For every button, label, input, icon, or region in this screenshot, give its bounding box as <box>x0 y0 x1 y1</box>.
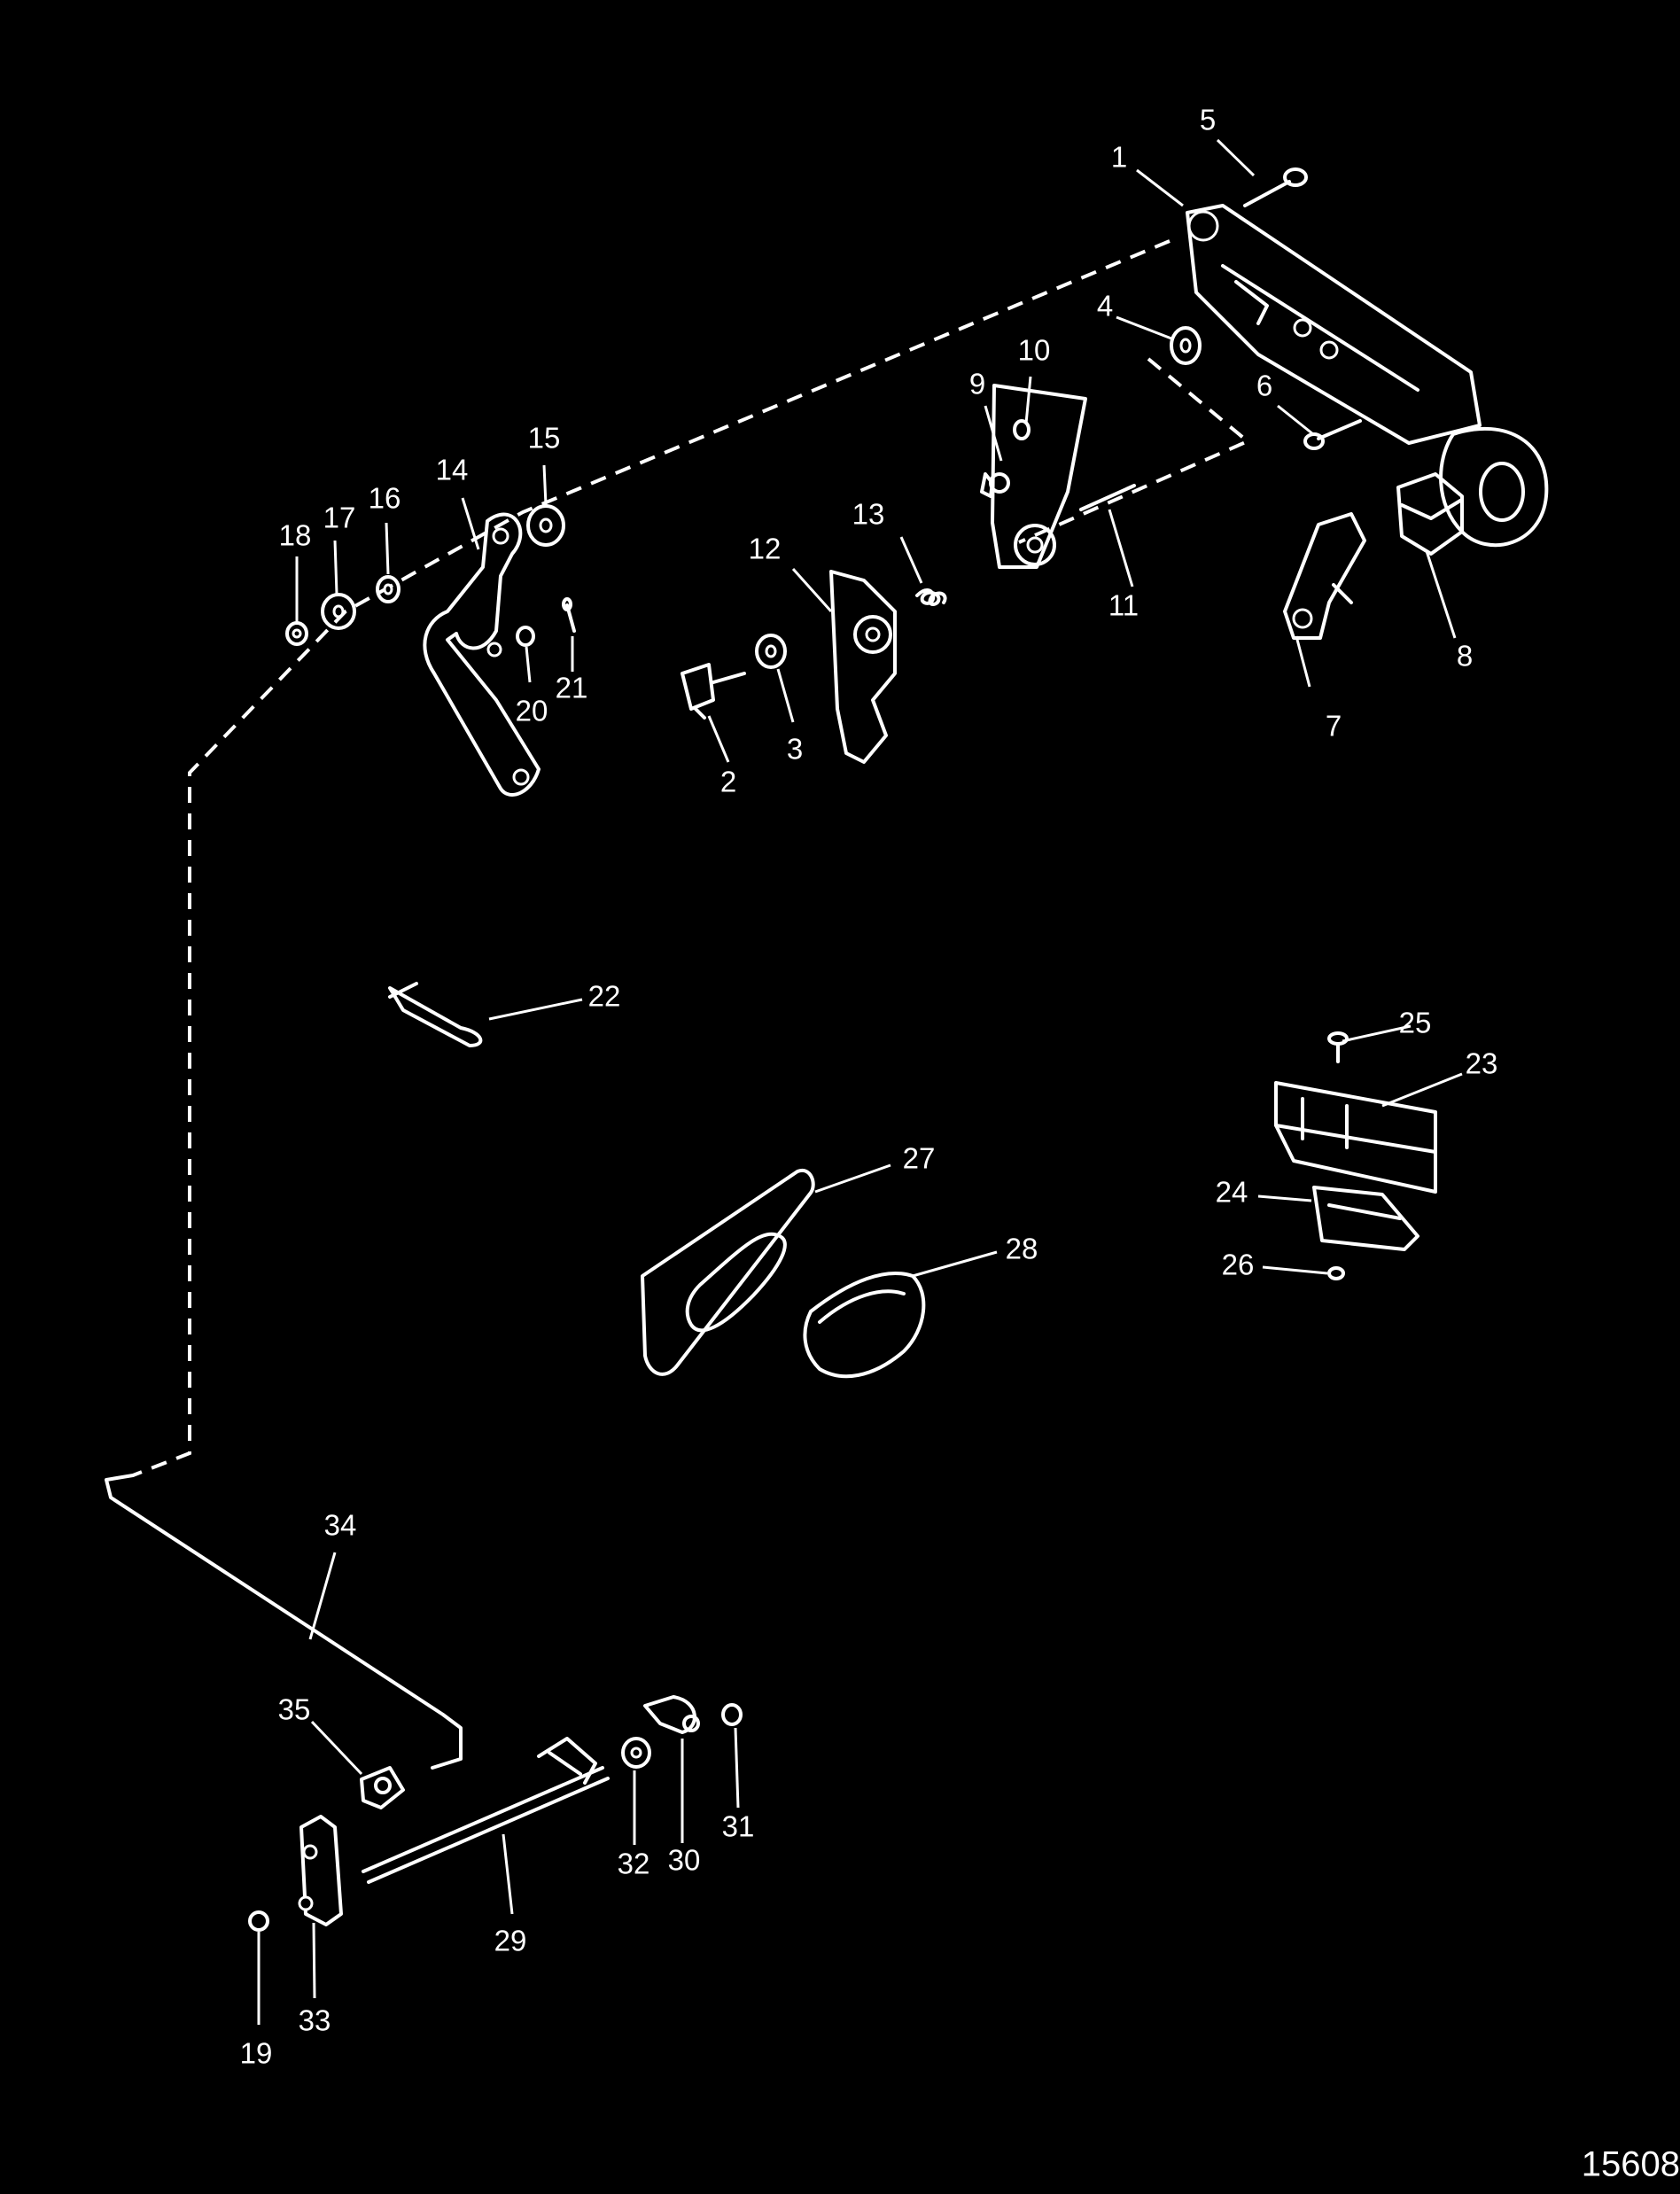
swivel-35 <box>360 1766 405 1809</box>
callout-23: 23 <box>1466 1047 1498 1080</box>
callout-14: 14 <box>436 454 469 486</box>
callout-labels: 1 2 3 4 5 6 7 8 9 10 11 12 13 14 15 16 1… <box>240 104 1498 2070</box>
washer-15 <box>526 504 565 547</box>
callout-16: 16 <box>369 482 401 515</box>
callout-32: 32 <box>618 1848 650 1880</box>
callout-29: 29 <box>494 1925 527 1957</box>
shaft <box>1079 484 1136 511</box>
cam <box>829 570 897 764</box>
washer-32 <box>621 1737 651 1769</box>
callout-5: 5 <box>1200 104 1216 136</box>
link-arm <box>423 512 541 797</box>
callout-15: 15 <box>528 422 561 455</box>
figure-id: 15608 <box>1582 2145 1680 2184</box>
callout-17: 17 <box>323 502 356 534</box>
callout-21: 21 <box>556 672 588 704</box>
grommet-plate <box>641 1168 815 1376</box>
rod <box>105 1474 463 1770</box>
bracket-screw <box>1243 167 1308 207</box>
callout-1: 1 <box>1111 141 1127 174</box>
callout-18: 18 <box>279 519 312 552</box>
stud <box>980 472 994 498</box>
callout-31: 31 <box>722 1810 755 1843</box>
callout-8: 8 <box>1457 640 1473 673</box>
throttle-bracket <box>1186 204 1549 548</box>
callout-20: 20 <box>516 695 548 727</box>
callout-27: 27 <box>903 1142 936 1175</box>
spring <box>915 588 947 606</box>
callout-19: 19 <box>240 2037 273 2070</box>
callout-9: 9 <box>969 368 985 401</box>
callout-10: 10 <box>1018 334 1051 367</box>
callout-35: 35 <box>278 1693 311 1726</box>
leader-lines <box>257 138 1463 2025</box>
slide-plate <box>1274 1081 1437 1194</box>
washer-20 <box>516 626 535 647</box>
clip <box>388 982 483 1047</box>
washer <box>1170 326 1202 365</box>
callout-34: 34 <box>324 1509 357 1542</box>
callout-3: 3 <box>787 733 803 766</box>
callout-12: 12 <box>749 533 782 565</box>
callout-11: 11 <box>1108 589 1139 622</box>
nut-19 <box>248 1910 269 1932</box>
callout-25: 25 <box>1399 1007 1432 1039</box>
clip-31 <box>721 1703 743 1726</box>
callout-24: 24 <box>1216 1176 1248 1209</box>
screw <box>1303 419 1362 450</box>
grommet <box>803 1272 926 1379</box>
arm-33 <box>298 1815 343 1926</box>
screw-25 <box>1327 1031 1349 1063</box>
lever-arm <box>1283 512 1366 640</box>
callout-4: 4 <box>1097 290 1113 323</box>
nut-18 <box>285 621 308 646</box>
retainer-24 <box>1312 1186 1419 1251</box>
spacer-16 <box>376 575 401 603</box>
callout-26: 26 <box>1222 1249 1255 1281</box>
callout-6: 6 <box>1256 370 1272 402</box>
nut-26 <box>1327 1266 1345 1280</box>
bushing <box>1396 472 1464 556</box>
washer-17 <box>321 593 356 630</box>
callout-7: 7 <box>1326 710 1342 743</box>
shaft-29 <box>362 1737 610 1884</box>
washer-3 <box>755 634 787 669</box>
callout-28: 28 <box>1006 1233 1038 1265</box>
callout-33: 33 <box>299 2004 331 2037</box>
cotter-pin-21 <box>562 597 576 633</box>
cam-plate <box>989 384 1087 569</box>
phantom-lines <box>132 239 1251 1477</box>
callout-30: 30 <box>668 1844 701 1877</box>
pin <box>1013 419 1031 440</box>
callout-13: 13 <box>852 498 885 531</box>
callout-22: 22 <box>588 980 621 1013</box>
shoulder-bolt <box>681 663 746 720</box>
callout-2: 2 <box>720 766 736 798</box>
lever-30 <box>643 1695 700 1734</box>
